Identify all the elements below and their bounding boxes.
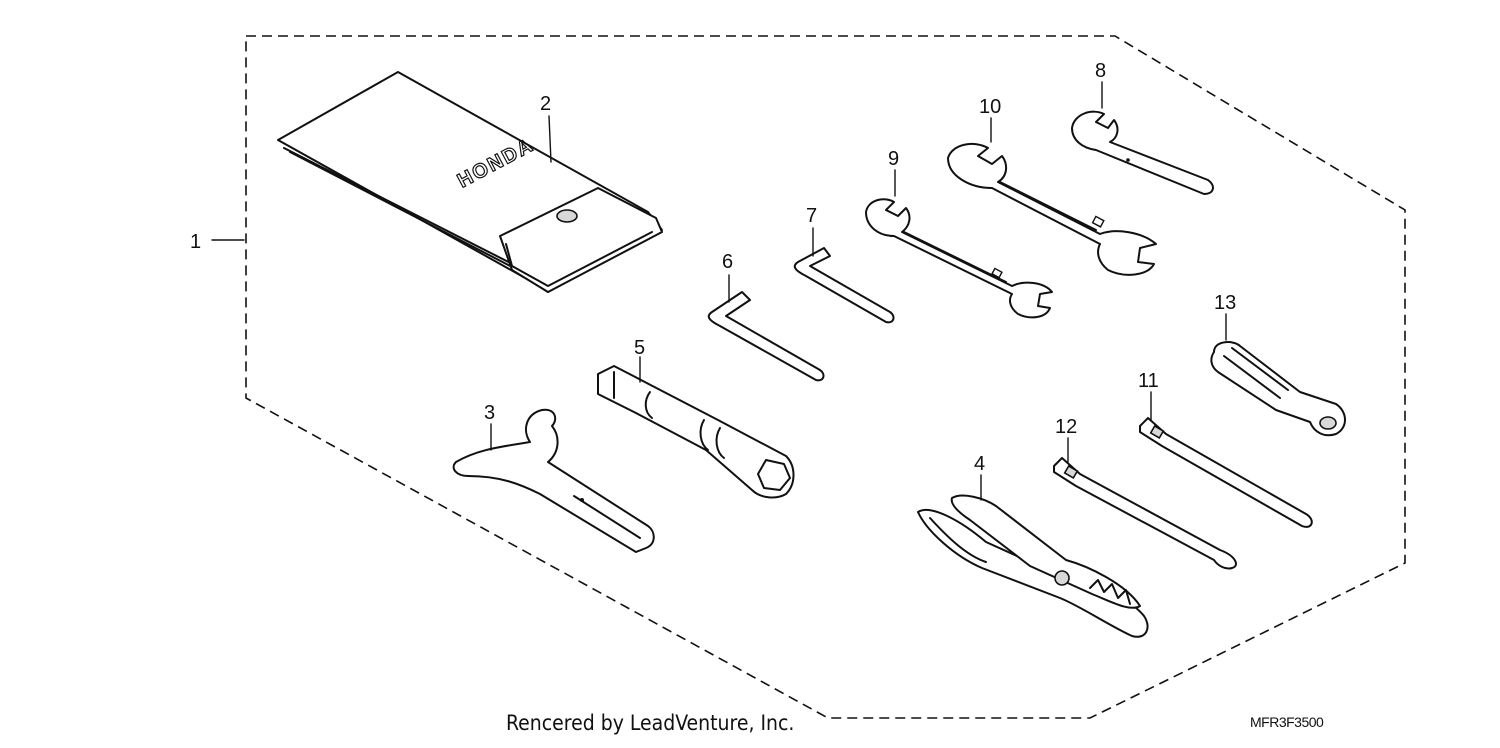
tool-pouch: HONDA [277,71,663,293]
callout-2: 2 [540,93,551,115]
open-end-wrench-8 [1071,81,1214,195]
screwdriver-handle [1210,313,1346,437]
callout-1: 1 [190,231,201,253]
kit-boundary [245,35,1406,719]
callout-5: 5 [634,337,645,359]
callout-4: 4 [974,453,985,475]
footer-credit: Rencered by LeadVenture, Inc. [506,711,794,735]
callout-3: 3 [484,402,495,424]
callout-8: 8 [1095,60,1106,82]
hex-key-6 [707,274,825,382]
open-end-wrench-10 [947,117,1157,276]
callout-13: 13 [1214,292,1236,314]
socket-wrench [597,356,795,499]
pin-spanner [452,408,655,553]
callout-10: 10 [979,96,1001,118]
screwdriver-bit-12 [1053,437,1237,570]
footer-diagram-code: MFR3F3500 [1250,714,1324,730]
hex-key-7 [793,227,895,324]
callout-9: 9 [888,148,899,170]
callout-11: 11 [1138,370,1159,392]
screwdriver-bit-11 [1139,391,1313,528]
pliers [917,474,1149,638]
callout-6: 6 [722,251,733,273]
callout-12: 12 [1055,416,1077,438]
open-end-wrench-9 [865,169,1053,319]
callout-7: 7 [806,205,817,227]
